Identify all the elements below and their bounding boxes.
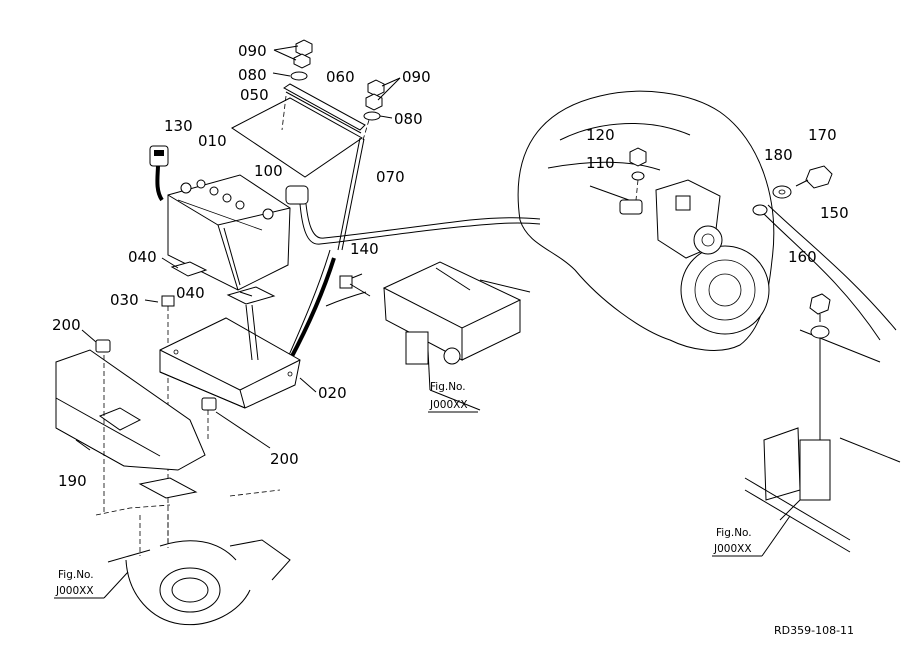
battery-cover <box>231 95 363 178</box>
cable-070 <box>285 249 331 363</box>
bolt-170 <box>795 165 833 189</box>
label-100: 100 <box>254 162 283 180</box>
label-080-left: 080 <box>238 66 267 84</box>
label-120: 120 <box>586 126 615 144</box>
bolt-160 <box>809 293 831 460</box>
washer-110 <box>631 171 645 201</box>
center-frame <box>382 261 531 391</box>
battery <box>167 174 291 291</box>
label-150: 150 <box>820 204 849 222</box>
negative-cable <box>149 145 169 202</box>
label-140: 140 <box>350 240 379 258</box>
label-010: 010 <box>198 132 227 150</box>
terminal-connector <box>589 185 643 215</box>
engine <box>517 90 775 351</box>
label-160: 160 <box>788 248 817 266</box>
pad-040-bottom <box>226 286 276 305</box>
hold-rod <box>337 119 370 251</box>
fig-ref-left-code: J000XX <box>55 585 94 597</box>
fig-ref-center: Fig.No. J000XX <box>428 381 481 413</box>
battery-guard <box>55 349 206 515</box>
label-190: 190 <box>58 472 87 490</box>
label-200-right: 200 <box>270 450 299 468</box>
bolt-200-right <box>201 397 271 449</box>
label-050: 050 <box>240 86 269 104</box>
label-020: 020 <box>318 384 347 402</box>
fig-ref-right-code: J000XX <box>713 543 752 555</box>
bolt-030 <box>144 295 175 545</box>
label-090-right: 090 <box>402 68 431 86</box>
label-200-left: 200 <box>52 316 81 334</box>
label-110: 110 <box>586 154 615 172</box>
battery-bracket <box>159 304 317 409</box>
fig-ref-right: Fig.No. J000XX <box>712 515 791 557</box>
fig-ref-right-title: Fig.No. <box>716 527 752 539</box>
lower-frame-left <box>95 477 291 626</box>
nut-090-right <box>363 77 401 121</box>
label-170: 170 <box>808 126 837 144</box>
nut-120 <box>629 147 647 167</box>
label-180: 180 <box>764 146 793 164</box>
fig-ref-left: Fig.No. J000XX <box>54 569 129 599</box>
positive-cable <box>285 185 541 245</box>
bolt-140 <box>325 273 371 307</box>
label-060: 060 <box>326 68 355 86</box>
label-090-left: 090 <box>238 42 267 60</box>
label-080-right: 080 <box>394 110 423 128</box>
washer-180 <box>772 185 792 199</box>
fig-ref-center-title: Fig.No. <box>430 381 466 393</box>
right-frame <box>744 427 901 553</box>
fig-ref-center-code: J000XX <box>429 399 468 411</box>
pad-040-top <box>161 257 208 277</box>
nut-090-left <box>272 39 313 81</box>
label-130: 130 <box>164 117 193 135</box>
ground-cable <box>752 204 897 363</box>
label-070: 070 <box>376 168 405 186</box>
label-040-top: 040 <box>128 248 157 266</box>
fig-ref-left-title: Fig.No. <box>58 569 94 581</box>
drawing-code: RD359-108-11 <box>774 624 854 637</box>
bolt-200-left <box>81 329 111 353</box>
cable-070-black <box>288 257 336 361</box>
label-030: 030 <box>110 291 139 309</box>
hold-bar <box>283 83 366 134</box>
label-040-bottom: 040 <box>176 284 205 302</box>
